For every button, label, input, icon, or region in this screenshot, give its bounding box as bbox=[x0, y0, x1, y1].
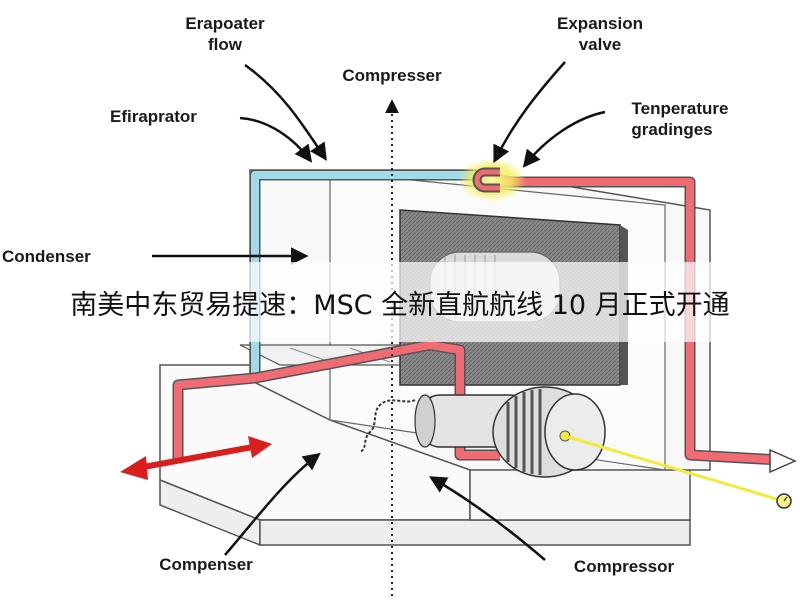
label-evaporator-flow-2: flow bbox=[208, 35, 243, 54]
label-efiraprator: Efiraprator bbox=[110, 107, 197, 126]
headline-banner: 南美中东贸易提速：MSC 全新直航航线 10 月正式开通 bbox=[0, 262, 800, 342]
compressor-unit bbox=[414, 386, 606, 478]
label-temperature-gradings-2: gradinges bbox=[631, 120, 712, 139]
wire bbox=[359, 399, 416, 453]
callout-arrows bbox=[152, 61, 606, 561]
label-evaporator-flow-1: Erapoater bbox=[185, 14, 265, 33]
label-expansion-valve-2: valve bbox=[579, 35, 622, 54]
label-expansion-valve-1: Expansion bbox=[557, 14, 643, 33]
label-compenser: Compenser bbox=[159, 555, 253, 574]
headline-text: 南美中东贸易提速：MSC 全新直航航线 10 月正式开通 bbox=[70, 289, 730, 321]
label-temperature-gradings-1: Tenperature bbox=[632, 99, 729, 118]
label-condenser: Condenser bbox=[2, 247, 91, 266]
outlet-arrow bbox=[769, 448, 797, 474]
flow-double-arrow bbox=[120, 436, 272, 480]
label-compressor: Compressor bbox=[574, 557, 675, 576]
expansion-valve-glow bbox=[458, 158, 526, 202]
label-compresser-top: Compresser bbox=[342, 66, 442, 85]
signal-line bbox=[564, 434, 792, 509]
labels: Erapoater flow Expansion valve Compresse… bbox=[2, 14, 729, 576]
